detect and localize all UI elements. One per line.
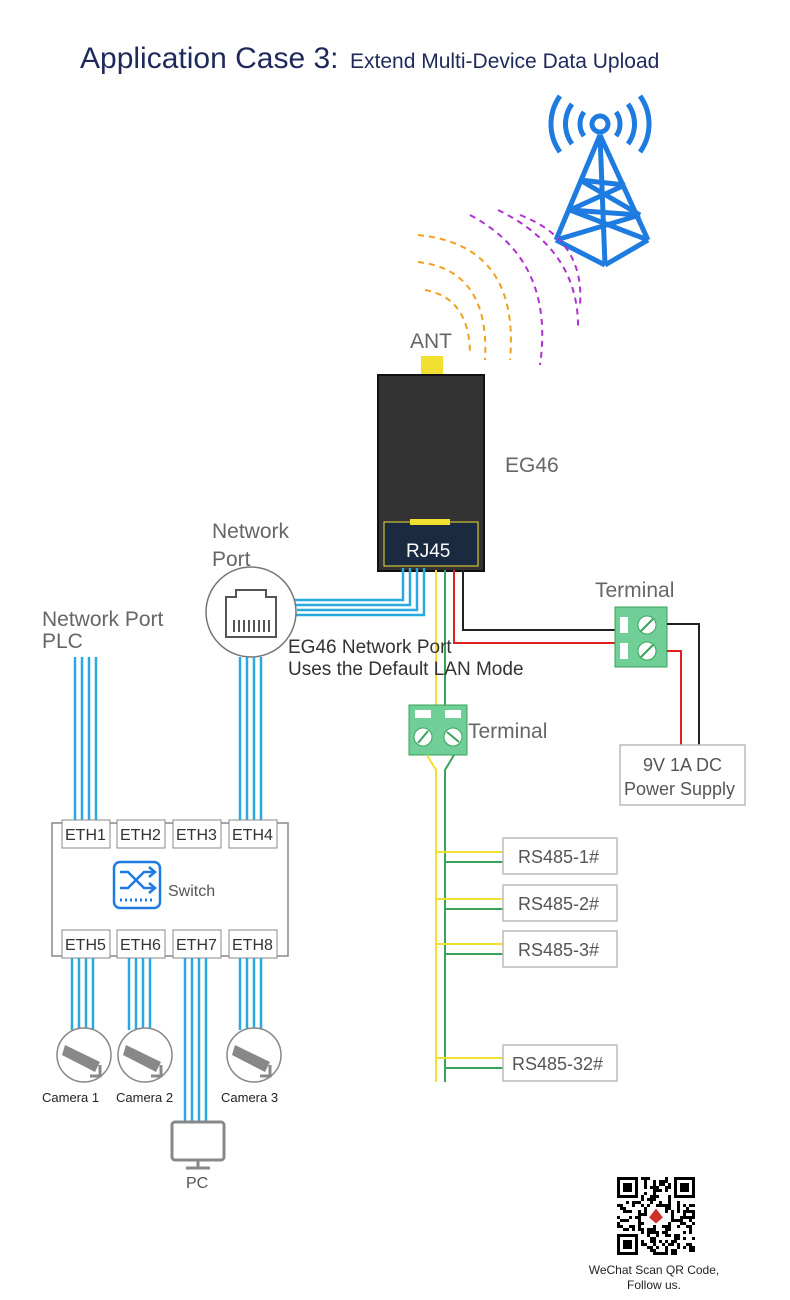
power-supply-line2: Power Supply [624, 779, 735, 799]
switch-ports-top: ETH1 ETH2 ETH3 ETH4 [61, 819, 278, 849]
rs485-device-1-label: RS485-1# [518, 847, 599, 867]
wireless-signal-icon [417, 209, 582, 366]
port-eth7 [172, 929, 222, 959]
camera-3-icon [226, 1027, 282, 1083]
ethernet-cable-port-eth4 [238, 657, 263, 822]
power-supply-line1: 9V 1A DC [643, 755, 722, 775]
pc-monitor-icon [170, 1120, 226, 1170]
rj45-socket-icon [225, 589, 277, 638]
power-wire-positive [453, 570, 616, 644]
plc-label-2: PLC [42, 630, 83, 653]
terminal-power-label: Terminal [595, 579, 674, 602]
port-eth5 [61, 929, 111, 959]
terminal-power-block [614, 606, 668, 668]
port-eth6 [116, 929, 166, 959]
rs485-device-2-label: RS485-2# [518, 894, 599, 914]
qr-code-icon [615, 1175, 697, 1257]
rs485-bus-a [426, 754, 437, 1082]
rj45-label: RJ45 [406, 541, 450, 562]
plc-label-1: Network Port [42, 608, 164, 631]
port-eth7-label: ETH7 [176, 937, 217, 954]
port-eth4 [228, 819, 278, 849]
qr-caption-line2: Follow us. [627, 1278, 681, 1292]
cell-tower-icon [548, 94, 652, 268]
camera-3-label: Camera 3 [221, 1090, 278, 1105]
ethernet-cable-pc [183, 958, 208, 1122]
port-eth5-label: ETH5 [65, 937, 106, 954]
network-port-label-1: Network [212, 520, 290, 543]
antenna-label: ANT [410, 330, 452, 353]
ethernet-cable-plc [73, 657, 98, 822]
rj45-port [383, 521, 479, 567]
rs485-taps [436, 851, 503, 1069]
rs485-device-3-label: RS485-3# [518, 940, 599, 960]
rs485-device-1 [502, 837, 618, 875]
switch-icon [112, 860, 162, 910]
power-wire-negative [462, 570, 616, 631]
port-eth1-label: ETH1 [65, 827, 106, 844]
rs485-device-2 [502, 884, 618, 922]
camera-1-label: Camera 1 [42, 1090, 99, 1105]
port-eth8-label: ETH8 [232, 937, 273, 954]
port-eth3-label: ETH3 [176, 827, 217, 844]
port-eth2-label: ETH2 [120, 827, 161, 844]
rj45-latch [410, 519, 450, 525]
camera-2-icon [117, 1027, 173, 1083]
port-eth2 [116, 819, 166, 849]
rs485-device-32-label: RS485-32# [512, 1054, 603, 1074]
lan-note-line1: EG46 Network Port [288, 637, 452, 658]
rs485-device-3 [502, 930, 618, 968]
psu-wire-negative [667, 623, 700, 745]
rs485-bus-b [444, 754, 455, 1082]
port-eth4-label: ETH4 [232, 827, 273, 844]
terminal-rs485-label: Terminal [468, 720, 547, 743]
rs485-device-32 [502, 1044, 618, 1082]
port-eth6-label: ETH6 [120, 937, 161, 954]
terminal-rs485-block [408, 704, 468, 756]
pc-label: PC [186, 1175, 208, 1192]
network-port-label-2: Port [212, 548, 251, 571]
power-supply-box [619, 744, 746, 806]
psu-wire-positive [667, 650, 682, 745]
qr-caption-line1: WeChat Scan QR Code, [589, 1263, 720, 1277]
port-eth3 [172, 819, 222, 849]
antenna-connector [421, 356, 443, 376]
port-eth1 [61, 819, 111, 849]
device-name: EG46 [505, 454, 559, 477]
lan-note-line2: Uses the Default LAN Mode [288, 659, 524, 680]
switch-ports-bottom: ETH5 ETH6 ETH7 ETH8 [61, 929, 278, 959]
title-sub: Extend Multi-Device Data Upload [350, 50, 659, 73]
ethernet-cable-cameras [70, 958, 263, 1030]
switch-label: Switch [168, 883, 215, 900]
camera-2-label: Camera 2 [116, 1090, 173, 1105]
port-eth8 [228, 929, 278, 959]
title-main: Application Case 3: [80, 42, 339, 75]
ethernet-cable-eg46 [294, 568, 426, 617]
camera-1-icon [56, 1027, 112, 1083]
network-port-icon [205, 566, 297, 658]
